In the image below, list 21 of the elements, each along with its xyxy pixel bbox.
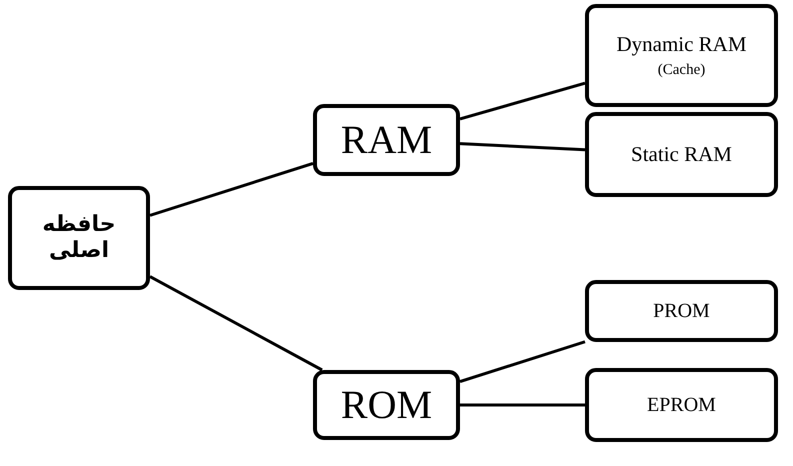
box-label: Dynamic RAM	[616, 32, 747, 58]
connector-line	[150, 162, 314, 217]
connector-line	[149, 275, 323, 372]
memory-box	[585, 280, 778, 342]
memory-box	[8, 186, 150, 290]
memory-box	[585, 368, 778, 442]
connector-line	[460, 340, 586, 383]
memory-box	[585, 4, 778, 107]
memory-box	[313, 370, 460, 440]
box-label: PROM	[653, 299, 710, 323]
memory-box	[313, 104, 460, 176]
connector-line	[460, 142, 586, 152]
box-label: (Cache)	[658, 61, 706, 80]
connector-line	[460, 404, 585, 406]
box-label: حافظه اصلی	[41, 212, 117, 264]
box-label: EPROM	[647, 393, 716, 417]
box-label: ROM	[340, 381, 432, 429]
box-label: Static RAM	[631, 142, 732, 168]
connector-line	[460, 82, 586, 120]
memory-box	[585, 112, 778, 197]
box-label: RAM	[340, 116, 432, 164]
